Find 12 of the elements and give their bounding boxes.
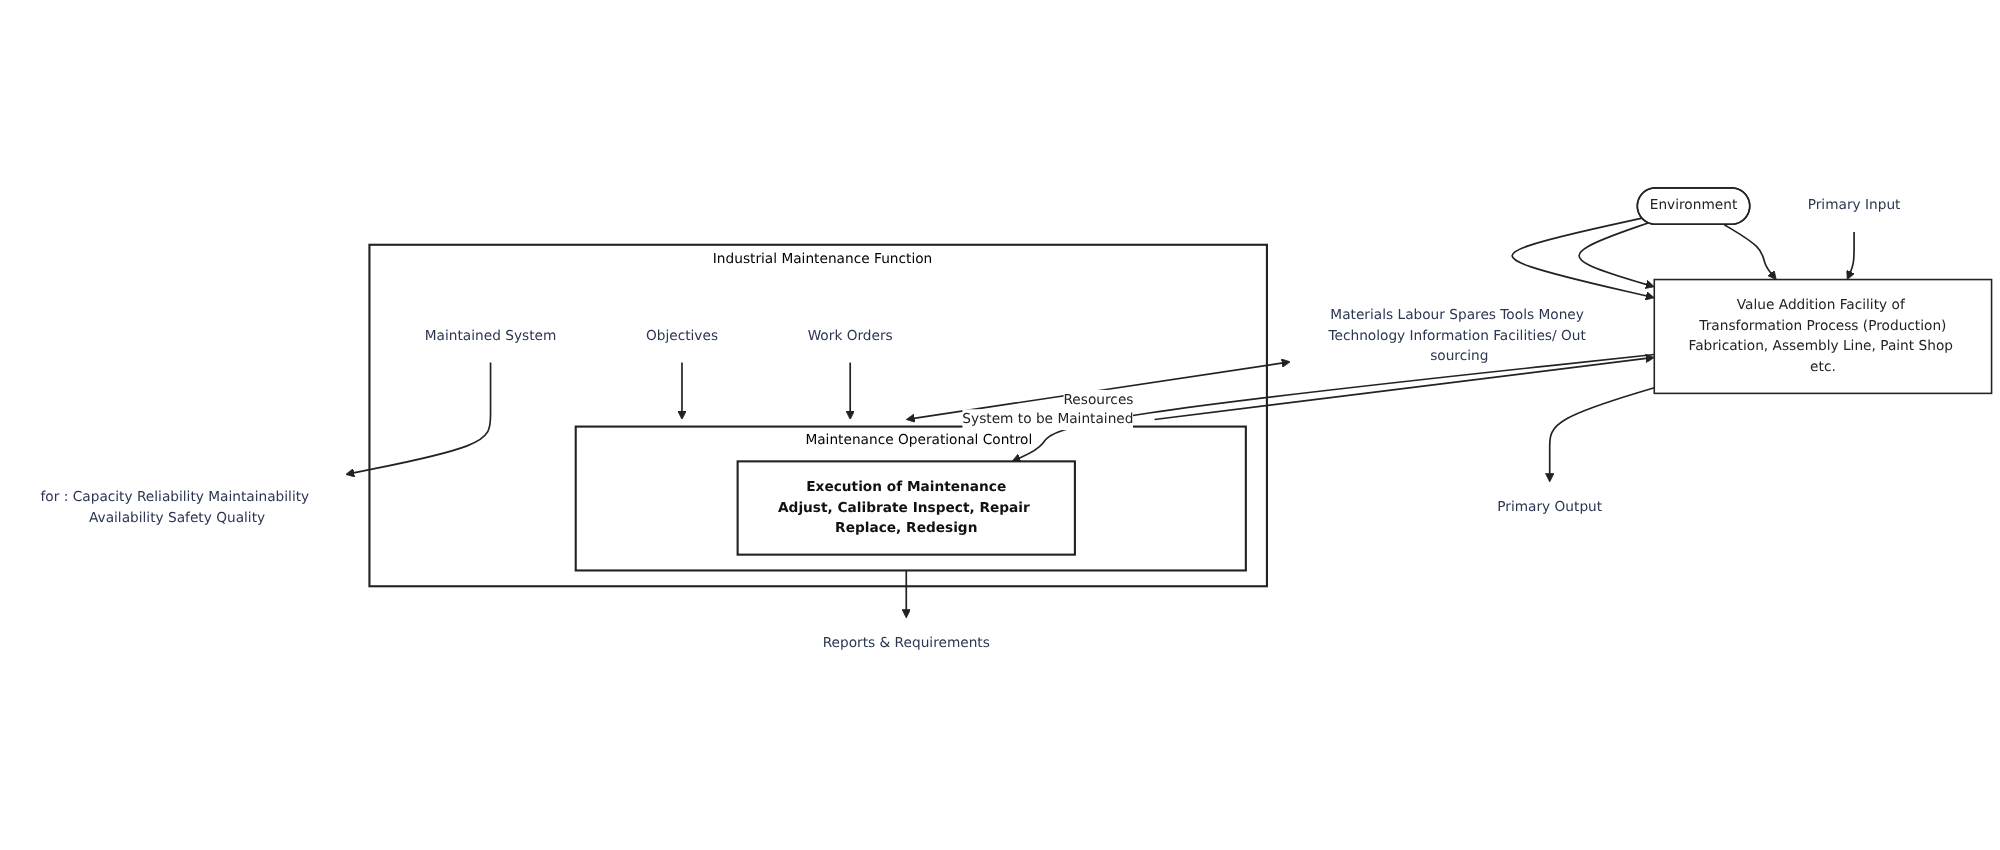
arrow: [1723, 223, 1777, 280]
arrow: [905, 358, 1291, 423]
arrow: [1545, 386, 1656, 483]
arrow: [1511, 217, 1655, 301]
arrow: [845, 361, 855, 420]
arrow: [1578, 222, 1655, 289]
arrow: [677, 361, 687, 420]
arrow: [1011, 353, 1656, 463]
arrow: [901, 569, 911, 619]
arrow: [1846, 231, 1855, 280]
arrow: [345, 361, 492, 478]
arrow: [1153, 353, 1655, 421]
